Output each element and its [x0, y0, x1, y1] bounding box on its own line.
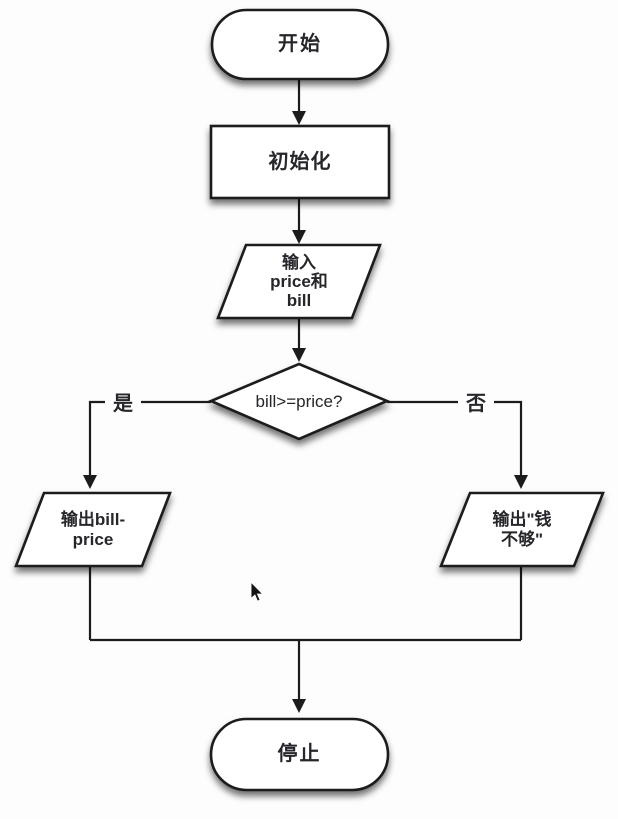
arrowhead-into-input [292, 230, 306, 244]
stop-terminator-shape [209, 717, 390, 792]
decision-diamond-shape [207, 362, 391, 441]
arrowhead-into-decision [292, 348, 306, 362]
edge-decision-yes [88, 400, 211, 476]
arrowhead-into-stop [292, 699, 306, 713]
arrowhead-into-outputleft [83, 475, 97, 489]
input-io-shape [216, 243, 382, 320]
init-process-shape [209, 124, 391, 200]
mouse-cursor-icon [250, 580, 264, 602]
arrowhead-into-init [292, 111, 306, 125]
edge-decision-no [387, 400, 523, 476]
start-terminator-shape [210, 8, 390, 81]
arrowhead-into-outputright [514, 475, 528, 489]
output-change-io-shape [14, 491, 172, 568]
output-short-io-shape [439, 491, 605, 568]
